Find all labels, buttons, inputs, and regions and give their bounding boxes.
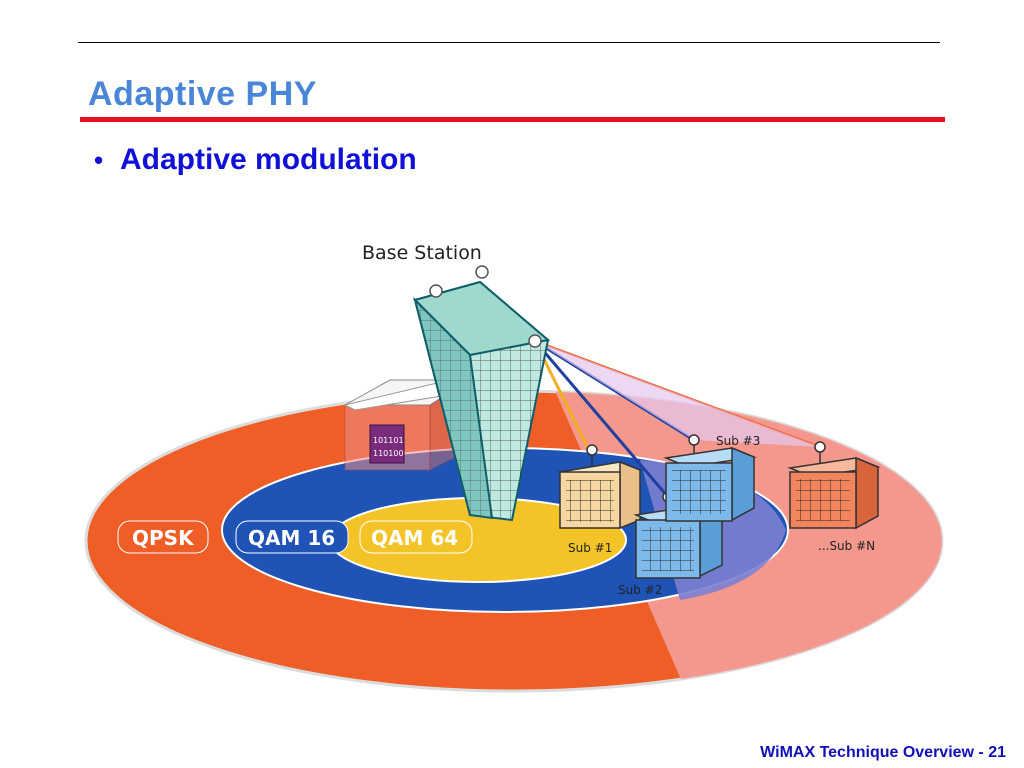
title-underline bbox=[80, 117, 945, 122]
qam64-label-bg bbox=[359, 520, 473, 554]
chip-bits-1: 101101 bbox=[373, 436, 404, 445]
sub-3-label: Sub #3 bbox=[716, 434, 760, 448]
sub-1-label: Sub #1 bbox=[568, 541, 612, 555]
bullet-text: Adaptive modulation bbox=[120, 143, 417, 176]
radio-links bbox=[533, 339, 821, 498]
modem-chip-icon bbox=[369, 424, 405, 464]
bullet-item: • Adaptive modulation bbox=[94, 140, 417, 180]
qam16-label-bg bbox=[235, 520, 349, 554]
sub-n-label: ...Sub #N bbox=[818, 539, 875, 553]
chip-bits-2: 110100 bbox=[373, 449, 404, 458]
subscriber-3 bbox=[663, 434, 757, 522]
base-station-label: Base Station bbox=[362, 242, 482, 264]
bullet-dot-icon: • bbox=[94, 145, 104, 175]
antenna-node-top bbox=[475, 265, 489, 279]
qam64-label: QAM 64 bbox=[371, 526, 458, 550]
slide-footer: WiMAX Technique Overview - 21 bbox=[760, 744, 1006, 761]
subscriber-1 bbox=[557, 444, 643, 530]
antenna-node-right bbox=[528, 334, 542, 348]
sub-2-label: Sub #2 bbox=[618, 583, 662, 597]
subscriber-n bbox=[787, 441, 881, 530]
qam16-label: QAM 16 bbox=[248, 526, 335, 550]
top-divider bbox=[78, 42, 940, 43]
qpsk-label: QPSK bbox=[132, 526, 195, 550]
base-station-tower bbox=[413, 265, 551, 522]
antenna-node-left bbox=[429, 284, 443, 298]
qpsk-label-bg bbox=[117, 520, 209, 554]
slide-title: Adaptive PHY bbox=[88, 75, 317, 113]
